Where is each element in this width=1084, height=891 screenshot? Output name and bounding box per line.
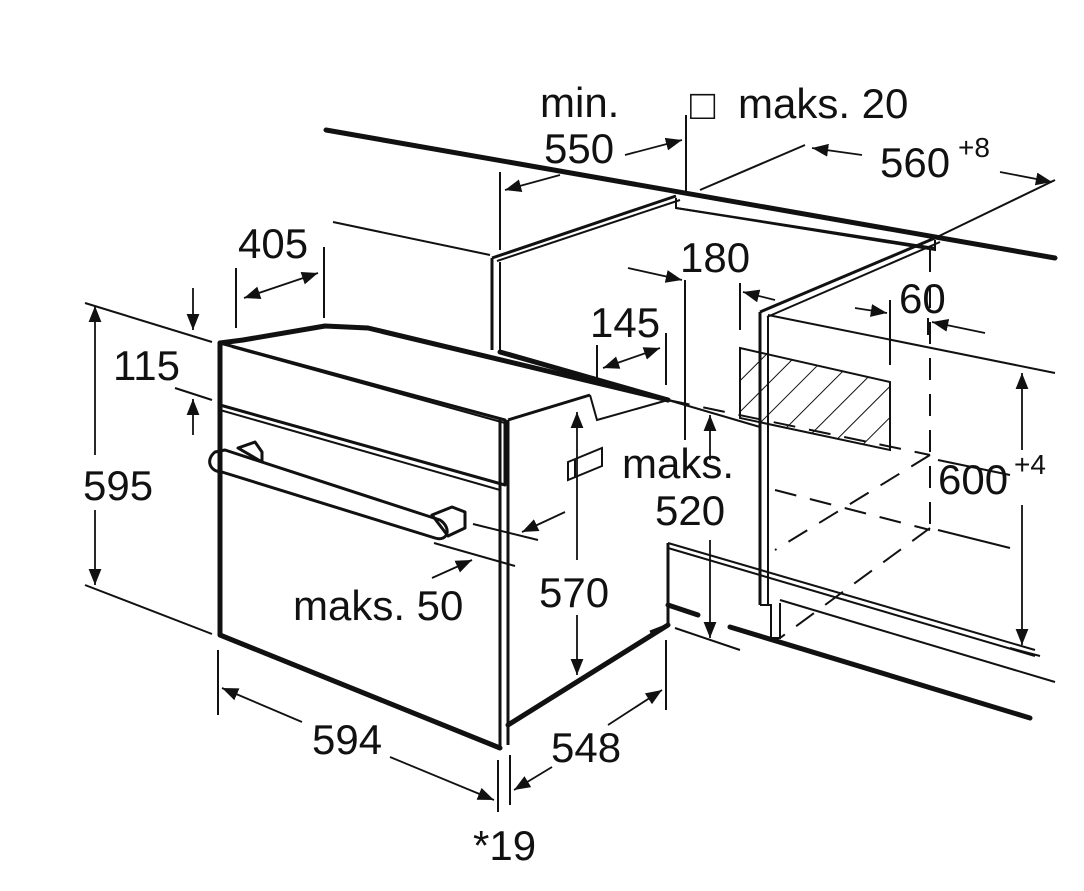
label-560-tol: +8 — [958, 132, 990, 163]
label-19: *19 — [473, 822, 536, 869]
label-550: 550 — [544, 125, 614, 172]
label-570: 570 — [539, 569, 609, 616]
worktop-edge — [323, 127, 1058, 261]
oven — [208, 323, 671, 751]
label-595: 595 — [83, 462, 153, 509]
dimension-labels: min. 550 □ maks. 20 560 +8 405 115 595 1… — [83, 79, 1046, 869]
label-maks-20: maks. 20 — [738, 80, 908, 127]
label-560: 560 — [880, 139, 950, 186]
oven-handle — [208, 440, 467, 541]
dimension-lines — [84, 115, 1056, 812]
cabinet-niche — [323, 127, 1058, 721]
label-145: 145 — [590, 299, 660, 346]
label-180: 180 — [680, 234, 750, 281]
label-min: min. — [540, 79, 619, 126]
right-side-top — [759, 236, 936, 314]
label-115: 115 — [113, 342, 180, 389]
label-600-tol: +4 — [1014, 449, 1046, 480]
square-symbol: □ — [690, 81, 716, 128]
label-594: 594 — [312, 716, 382, 763]
side-vent — [567, 446, 603, 482]
oven-front-bottom — [217, 632, 503, 751]
label-520: 520 — [655, 487, 725, 534]
label-600: 600 — [938, 456, 1008, 503]
label-60: 60 — [899, 275, 946, 322]
label-405: 405 — [238, 220, 308, 267]
oven-top — [217, 323, 671, 403]
label-maks-50: maks. 50 — [293, 582, 463, 629]
label-maks: maks. — [622, 440, 734, 487]
label-548: 548 — [551, 724, 621, 771]
left-side-top — [491, 194, 677, 260]
ventilation-cutout — [739, 346, 891, 452]
base-line — [667, 542, 1036, 651]
